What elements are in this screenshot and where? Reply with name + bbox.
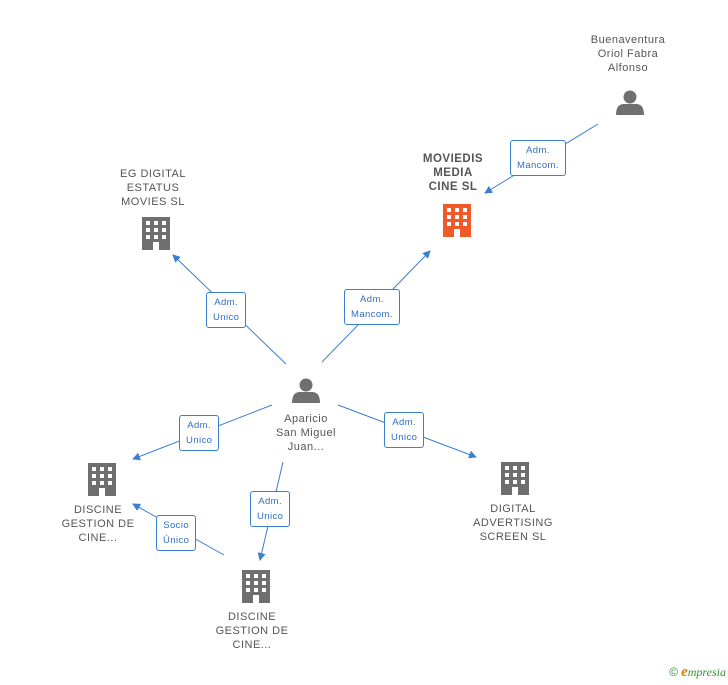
copyright-symbol: © [669, 665, 679, 679]
node-label-discine-2[interactable]: DISCINE GESTION DE CINE... [215, 611, 289, 651]
edge-label-aparicio-eg-digital: Adm. Unico [206, 292, 247, 328]
edge-label-discine-2-discine-1: Socio Único [156, 515, 197, 551]
brand-footer[interactable]: ©empresia [669, 664, 726, 681]
person-icon [616, 90, 644, 115]
edge-label-buenaventura-moviedis: Adm. Mancom. [510, 140, 566, 176]
person-icon [292, 378, 320, 403]
edge-label-aparicio-moviedis: Adm. Mancom. [344, 289, 400, 325]
edge-label-aparicio-digital-adv: Adm. Unico [384, 412, 425, 448]
edge-label-aparicio-discine-1: Adm. Unico [179, 415, 220, 451]
building-icon [501, 462, 529, 495]
building-icon [88, 463, 116, 496]
node-label-digital-adv[interactable]: DIGITAL ADVERTISING SCREEN SL [473, 503, 553, 543]
brand-logo-text: mpresia [687, 665, 726, 679]
node-label-buenaventura[interactable]: Buenaventura Oriol Fabra Alfonso [590, 34, 666, 74]
node-label-eg-digital[interactable]: EG DIGITAL ESTATUS MOVIES SL [120, 168, 186, 208]
building-icon [142, 217, 170, 250]
edge-label-aparicio-discine-2: Adm. Unico [250, 491, 291, 527]
node-label-aparicio[interactable]: Aparicio San Miguel Juan... [275, 413, 337, 453]
building-icon [242, 570, 270, 603]
building-icon [443, 204, 471, 237]
node-label-discine-1[interactable]: DISCINE GESTION DE CINE... [61, 504, 135, 544]
node-label-moviedis[interactable]: MOVIEDIS MEDIA CINE SL [422, 153, 484, 193]
brand-logo-e: e [681, 664, 688, 680]
